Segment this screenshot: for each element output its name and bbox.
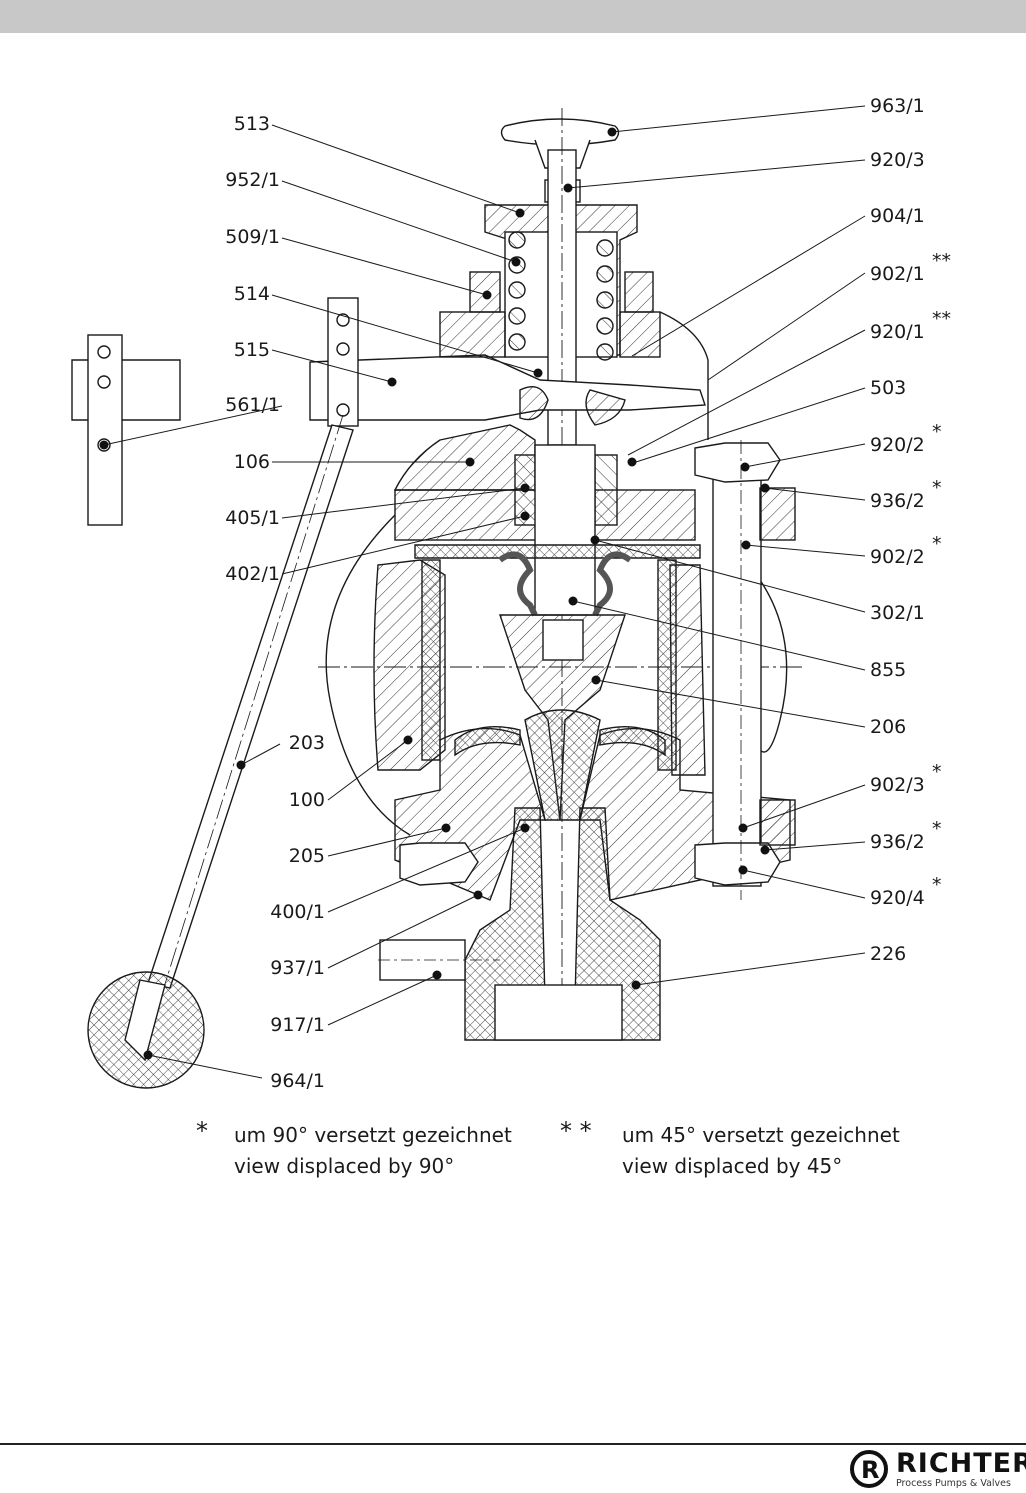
note-45-english: view displaced by 45° [622, 1154, 843, 1178]
marker-920-1: ** [932, 308, 951, 330]
marker-902-1: ** [932, 250, 951, 272]
label-902-1: 902/1 [870, 263, 925, 285]
valve-sectional-drawing: 513 952/1 509/1 514 515 561/1 106 405/1 … [71, 95, 951, 1092]
leader-lines [103, 105, 866, 1079]
label-402-1: 402/1 [225, 563, 280, 585]
label-917-1: 917/1 [270, 1014, 325, 1036]
label-904-1: 904/1 [870, 205, 925, 227]
label-936-2-top: 936/2 [870, 490, 925, 512]
marker-902-3: * [932, 761, 942, 783]
part-labels-right: 963/1 920/3 904/1 902/1 920/1 503 920/2 … [870, 95, 925, 965]
label-400-1: 400/1 [270, 901, 325, 923]
label-206: 206 [870, 716, 906, 738]
label-302-1: 302/1 [870, 602, 925, 624]
label-100: 100 [289, 789, 325, 811]
label-952-1: 952/1 [225, 169, 280, 191]
label-902-3: 902/3 [870, 774, 925, 796]
label-920-3: 920/3 [870, 149, 925, 171]
label-855: 855 [870, 659, 906, 681]
label-515: 515 [234, 339, 270, 361]
marker-920-4: * [932, 874, 942, 896]
label-509-1: 509/1 [225, 226, 280, 248]
label-936-2-bottom: 936/2 [870, 831, 925, 853]
header-bar [0, 0, 1026, 33]
richter-logo: R RICHTER Process Pumps & Valves [848, 1448, 1026, 1490]
label-203: 203 [289, 732, 325, 754]
asterisk-markers: ** ** * * * * * * [932, 250, 951, 896]
logo-tagline: Process Pumps & Valves [896, 1478, 1011, 1489]
label-937-1: 937/1 [270, 957, 325, 979]
note-90-german: um 90° versetzt gezeichnet [234, 1123, 512, 1147]
label-106: 106 [234, 451, 270, 473]
label-513: 513 [234, 113, 270, 135]
note-single-symbol: * [196, 1117, 208, 1145]
drawing-body [71, 108, 805, 1089]
marker-936-2-bottom: * [932, 818, 942, 840]
leader-dots [99, 127, 770, 1060]
label-561-1: 561/1 [225, 394, 280, 416]
label-963-1: 963/1 [870, 95, 925, 117]
label-226: 226 [870, 943, 906, 965]
note-90-english: view displaced by 90° [234, 1154, 455, 1178]
marker-920-2: * [932, 421, 942, 443]
logo-mark-icon: R [850, 1450, 888, 1488]
note-45-german: um 45° versetzt gezeichnet [622, 1123, 900, 1147]
footer-rule [0, 1443, 1026, 1445]
label-920-1: 920/1 [870, 321, 925, 343]
label-964-1: 964/1 [270, 1070, 325, 1092]
marker-902-2: * [932, 533, 942, 555]
label-920-2: 920/2 [870, 434, 925, 456]
note-double-symbol: * * [560, 1117, 592, 1145]
part-labels-left: 513 952/1 509/1 514 515 561/1 106 405/1 … [225, 113, 325, 1092]
label-405-1: 405/1 [225, 507, 280, 529]
marker-936-2-top: * [932, 477, 942, 499]
label-503: 503 [870, 377, 906, 399]
logo-brand: RICHTER [896, 1448, 1026, 1479]
label-902-2: 902/2 [870, 546, 925, 568]
label-514: 514 [234, 283, 270, 305]
label-205: 205 [289, 845, 325, 867]
label-920-4: 920/4 [870, 887, 925, 909]
